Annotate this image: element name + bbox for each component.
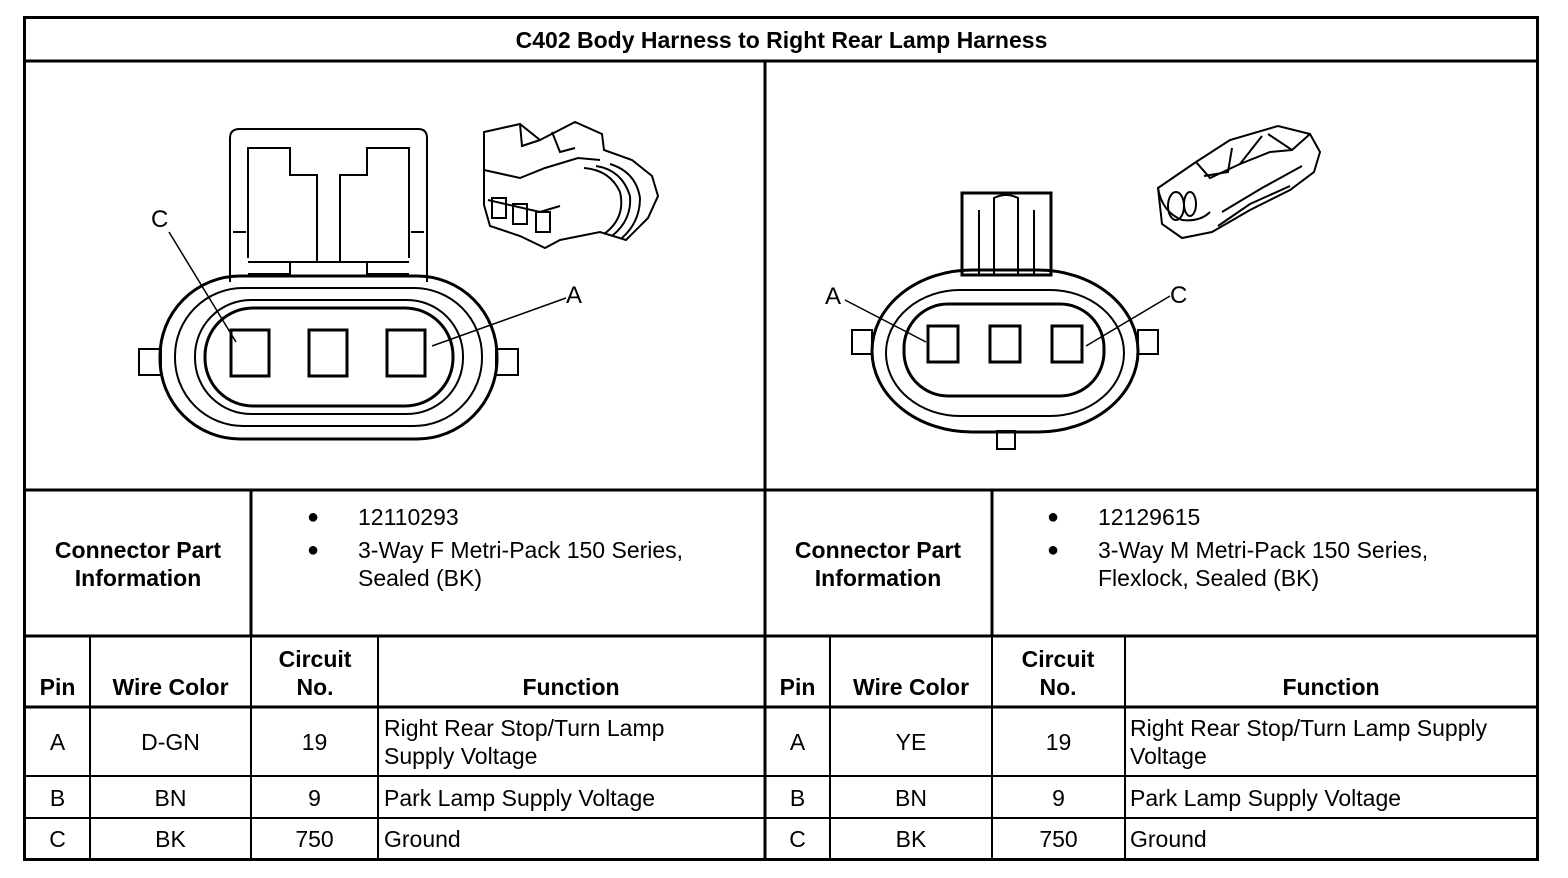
table-cell: Park Lamp Supply Voltage [384, 785, 656, 811]
right-header-circuit: Circuit No. [1021, 646, 1095, 700]
left-header-wire-color: Wire Color [112, 674, 229, 700]
table-cell: 19 [301, 729, 328, 755]
table-cell: A [789, 729, 806, 755]
right-part-description: 3-Way M Metri-Pack 150 Series, Flexlock,… [1098, 537, 1429, 591]
left-part-info-label: Connector Part Information [54, 537, 222, 591]
left-connector-sketch [483, 120, 660, 250]
left-pin-label-a: A [566, 282, 583, 309]
table-cell: Right Rear Stop/Turn Lamp Supply Voltage [1130, 715, 1488, 769]
table-cell: C [789, 826, 806, 852]
right-connector-face [844, 191, 1171, 450]
table-cell: Right Rear Stop/Turn Lamp Supply Voltage [384, 715, 665, 769]
table-cell: D-GN [141, 729, 200, 755]
table-cell: Ground [384, 826, 461, 852]
bullet-icon: ● [1047, 506, 1060, 528]
table-cell: B [789, 785, 806, 811]
table-cell: 750 [295, 826, 334, 852]
table-cell: 9 [308, 785, 321, 811]
right-header-pin: Pin [779, 674, 816, 700]
right-connector-sketch [1156, 124, 1322, 240]
table-cell: 9 [1052, 785, 1065, 811]
bullet-icon: ● [307, 539, 320, 561]
right-header-function: Function [1282, 674, 1380, 700]
left-header-pin: Pin [39, 674, 76, 700]
left-connector-face [138, 128, 567, 441]
table-cell: YE [895, 729, 927, 755]
left-header-circuit: Circuit No. [278, 646, 352, 700]
table-cell: Ground [1130, 826, 1207, 852]
left-header-function: Function [522, 674, 620, 700]
table-cell: 750 [1039, 826, 1078, 852]
left-pin-label-c: C [151, 206, 169, 233]
bullet-icon: ● [307, 506, 320, 528]
table-cell: BK [895, 826, 927, 852]
right-header-wire-color: Wire Color [852, 674, 970, 700]
right-pin-label-a: A [825, 283, 842, 310]
table-cell: C [49, 826, 66, 852]
table-cell: 19 [1045, 729, 1072, 755]
left-part-number: 12110293 [358, 504, 459, 530]
table-cell: BK [155, 826, 186, 852]
table-cell: BN [154, 785, 187, 811]
right-part-info-label: Connector Part Information [794, 537, 962, 591]
right-part-number: 12129615 [1098, 504, 1201, 530]
bullet-icon: ● [1047, 539, 1060, 561]
table-cell: B [49, 785, 66, 811]
table-cell: BN [895, 785, 927, 811]
left-part-description: 3-Way F Metri-Pack 150 Series, Sealed (B… [358, 537, 684, 591]
diagram-title: C402 Body Harness to Right Rear Lamp Har… [515, 27, 1048, 53]
table-cell: Park Lamp Supply Voltage [1130, 785, 1402, 811]
table-cell: A [49, 729, 66, 755]
right-pin-label-c: C [1170, 282, 1188, 309]
